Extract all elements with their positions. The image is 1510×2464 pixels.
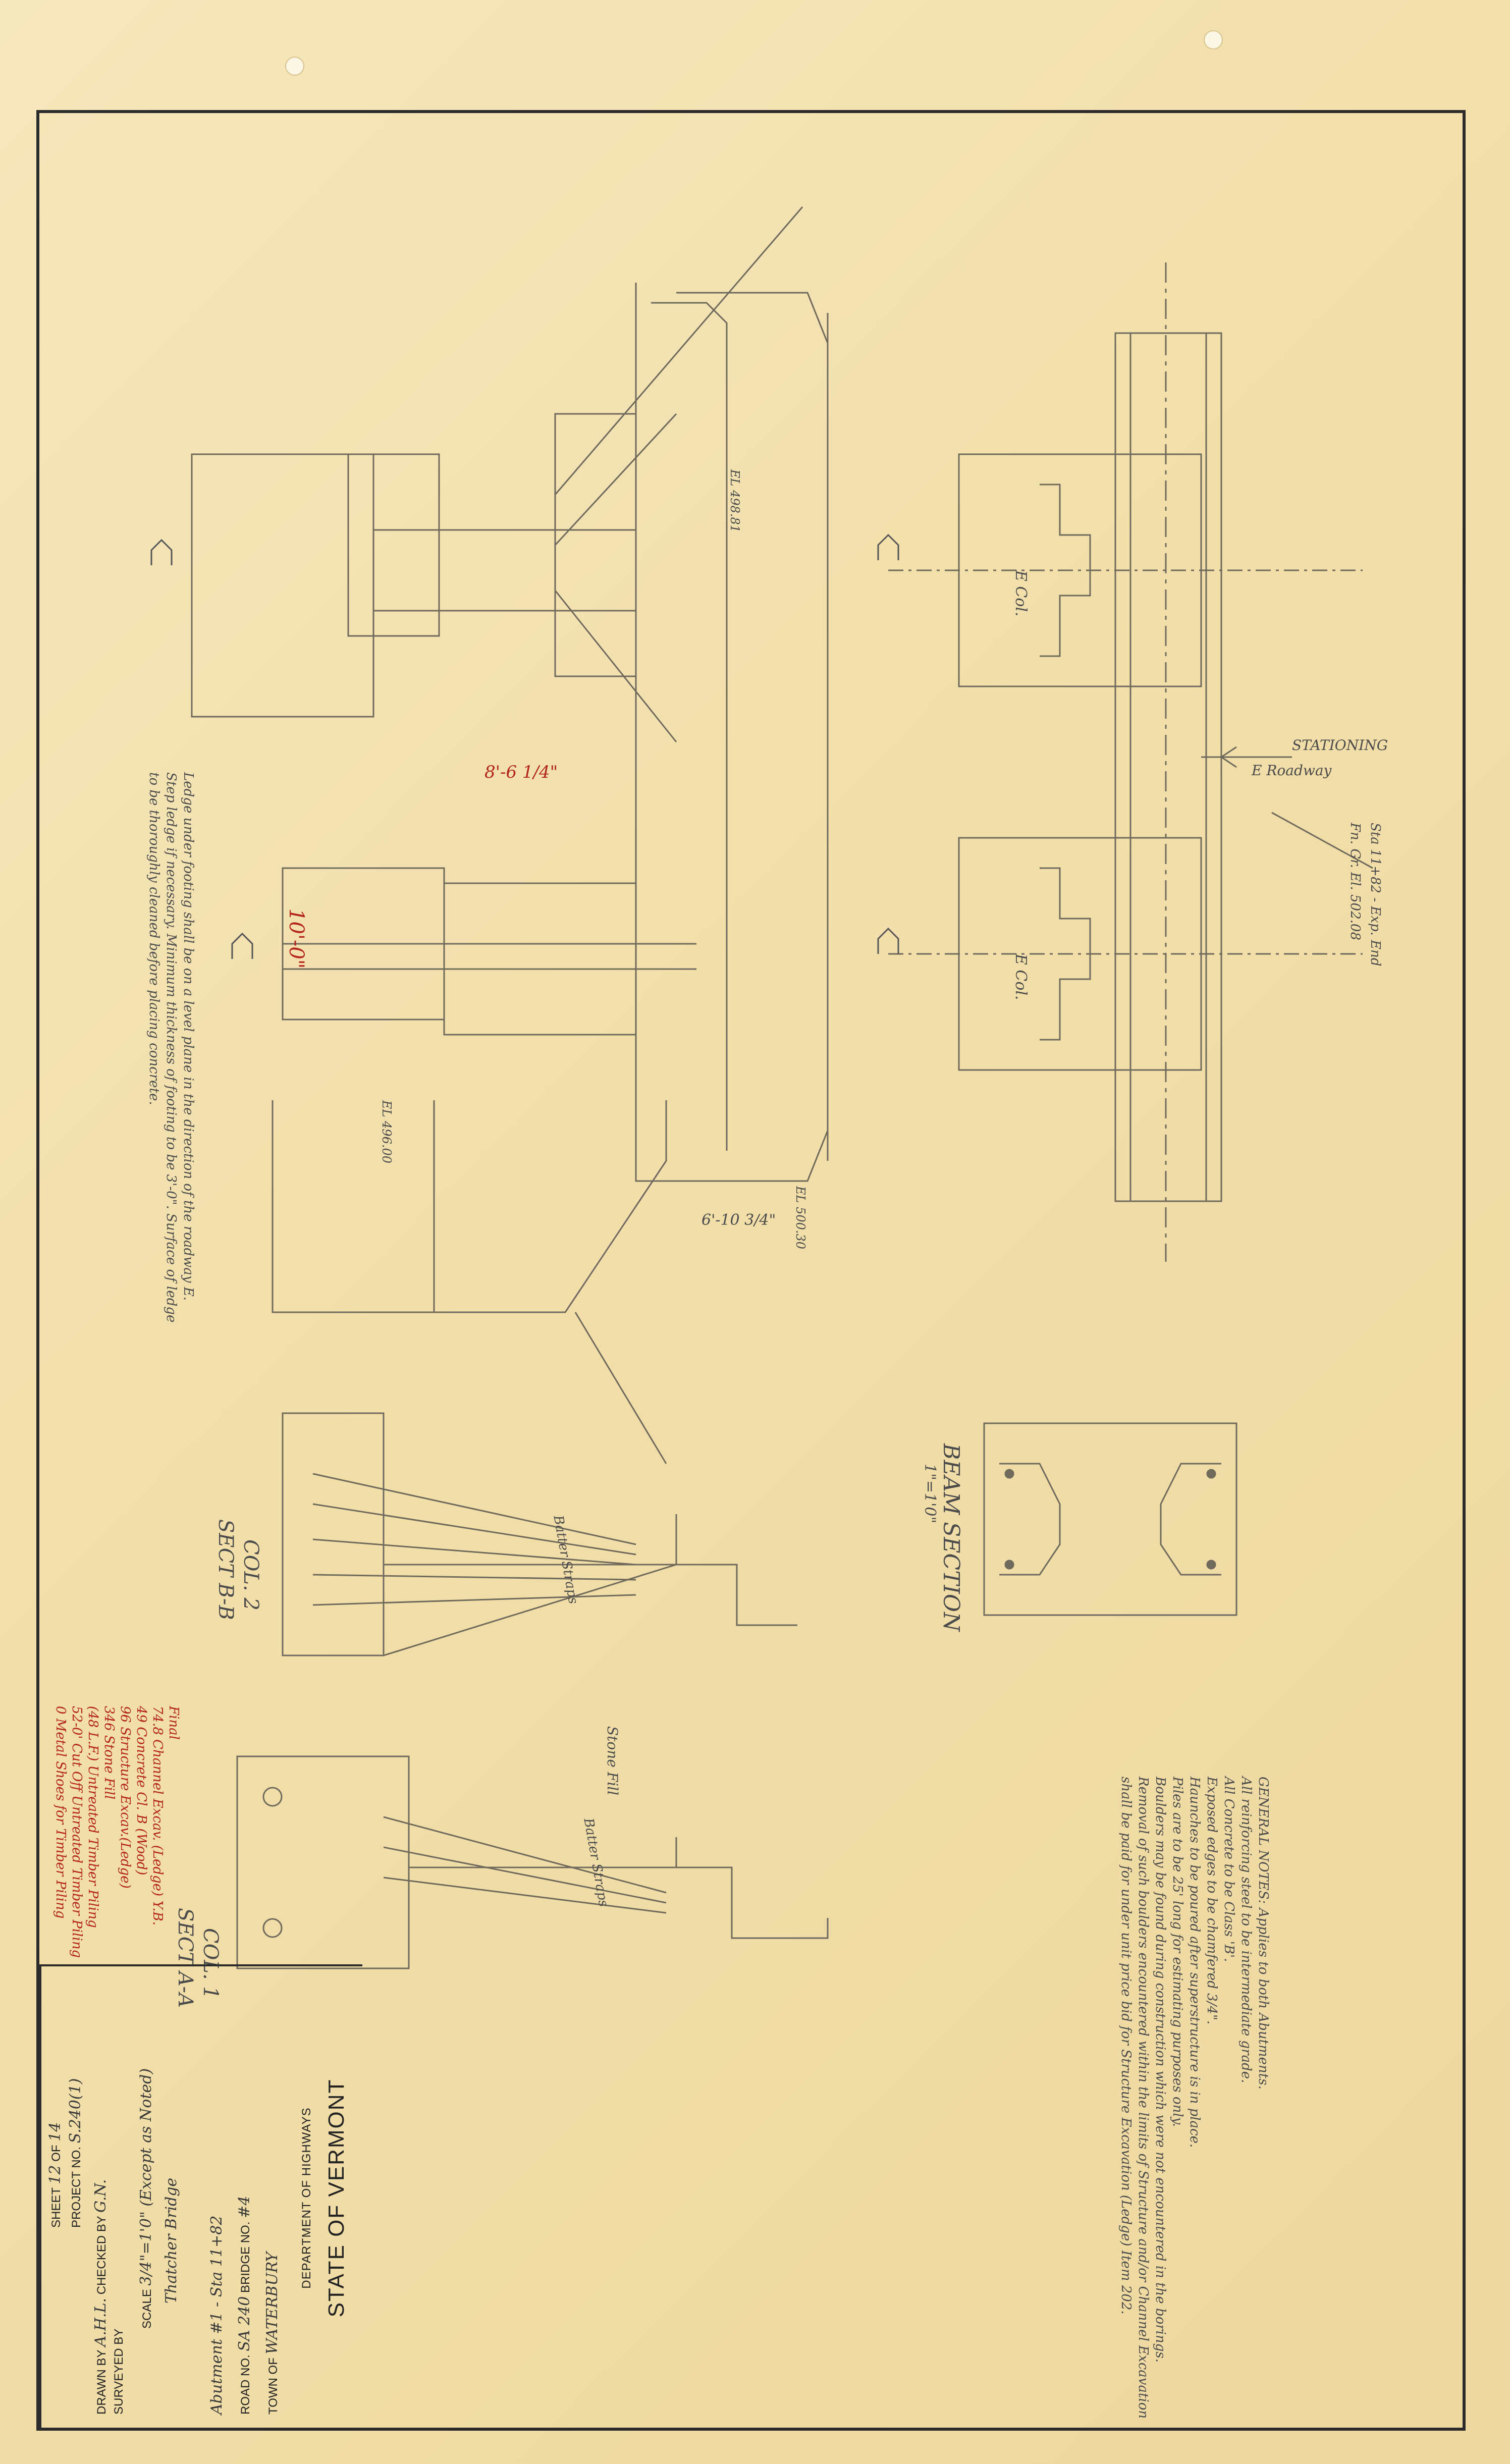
checked-value: G.N. <box>92 2179 110 2213</box>
exp-end-label: Sta 11+82 - Exp. End <box>1368 823 1383 967</box>
col2-label: COL. 2 <box>239 1539 262 1611</box>
quantity-item: 346 Stone Fill <box>101 1706 117 1800</box>
sect-bb-label: SECT B-B <box>214 1519 237 1620</box>
drawn-label: DRAWN BY <box>95 2349 109 2415</box>
stationing-label: STATIONING <box>1292 737 1388 754</box>
plan-view <box>888 262 1373 1262</box>
general-note-item: Piles are to be 25' long for estimating … <box>1170 1777 1185 2127</box>
scale-value: 3/4"=1'0" (Except as Noted) <box>137 2068 155 2286</box>
quantity-item: 52-0' Cut Off Untreated Timber Piling <box>69 1706 84 1958</box>
town-row: TOWN OF WATERBURY <box>263 2252 281 2415</box>
dim-label: 10'-0" <box>285 908 308 969</box>
quantity-item: 96 Structure Excav.(Ledge) <box>118 1706 133 1889</box>
surveyed-row: SURVEYED BY <box>112 2329 126 2415</box>
quantities-list: Final 74.8 Channel Excav. (Ledge) Y.B. 4… <box>52 1706 182 1989</box>
department-name: DEPARTMENT OF HIGHWAYS <box>300 2107 313 2289</box>
checked-label: CHECKED BY <box>95 2216 109 2295</box>
ledge-note: Ledge under footing shall be on a level … <box>146 772 196 1323</box>
title-block: STATE OF VERMONT DEPARTMENT OF HIGHWAYS … <box>39 1964 362 2428</box>
quantity-item: 0 Metal Shoes for Timber Piling <box>53 1706 68 1919</box>
general-note-item: All Concrete to be Class 'B'. <box>1221 1777 1236 1962</box>
sheet-row: SHEET 12 OF 14 <box>46 2122 64 2228</box>
quantity-item: 74.8 Channel Excav. (Ledge) Y.B. <box>150 1706 165 1925</box>
of-label: OF <box>49 2145 63 2162</box>
center-col-label: E Col. <box>1012 570 1030 617</box>
scale-label: SCALE <box>140 2289 154 2329</box>
general-note-item: Exposed edges to be chamfered 3/4". <box>1204 1777 1219 2025</box>
elev-label: EL 496.00 <box>380 1100 394 1164</box>
elevation-view <box>191 206 829 1464</box>
sheet-value: 12 <box>46 2165 64 2184</box>
bridge-name-row: Thatcher Bridge <box>163 2177 180 2304</box>
scale-row: SCALE 3/4"=1'0" (Except as Noted) <box>137 2068 155 2329</box>
quantity-item: (48 L.F.) Untreated Timber Piling <box>85 1706 100 1928</box>
drawn-value: A.H.L. <box>92 2297 110 2347</box>
project-label: PROJECT NO. <box>70 2147 83 2228</box>
state-name: STATE OF VERMONT <box>324 2078 349 2318</box>
road-label: ROAD NO. <box>239 2354 252 2415</box>
sheet-label: SHEET <box>49 2187 63 2228</box>
town-label: TOWN OF <box>266 2358 280 2415</box>
exp-el-label: Fn. Gr. El. 502.08 <box>1347 823 1363 940</box>
punch-hole <box>285 57 304 76</box>
bridge-label: BRIDGE NO. <box>239 2221 252 2293</box>
quantity-item: 49 Concrete Cl. B (Wood) <box>134 1706 149 1876</box>
section-arrow-icon <box>150 533 899 959</box>
general-note-item: All reinforcing steel to be intermediate… <box>1238 1777 1254 2083</box>
beam-section <box>983 1422 1237 1616</box>
road-row: ROAD NO. SA 240 BRIDGE NO. #4 <box>236 2196 253 2415</box>
center-col-label: E Col. <box>1012 954 1030 1000</box>
general-notes: GENERAL NOTES: Applies to both Abutments… <box>1117 1777 1272 2423</box>
roadway-label: E Roadway <box>1252 762 1332 779</box>
project-value: S.240(1) <box>67 2078 84 2144</box>
stone-fill-label: Stone Fill <box>604 1726 621 1796</box>
project-row: PROJECT NO. S.240(1) <box>67 2078 84 2228</box>
elev-label: EL 500.30 <box>793 1186 807 1250</box>
section-bb <box>282 1412 797 1656</box>
punch-hole <box>1204 30 1223 49</box>
general-note-item: Boulders may be found during constructio… <box>1118 1777 1168 2419</box>
quantities-title: Final <box>166 1706 181 1740</box>
beam-section-scale: 1"=1'0" <box>921 1464 939 1524</box>
beam-section-title: BEAM SECTION <box>938 1443 964 1632</box>
town-value: WATERBURY <box>263 2252 281 2354</box>
drawn-row: DRAWN BY A.H.L. CHECKED BY G.N. <box>92 2179 110 2415</box>
general-note-item: Haunches to be poured after superstructu… <box>1187 1777 1202 2148</box>
section-aa <box>236 1755 829 1969</box>
bridge-value: #4 <box>236 2195 253 2218</box>
of-value: 14 <box>46 2122 64 2141</box>
sheet-border <box>36 110 1466 2431</box>
road-value: SA 240 <box>236 2296 253 2351</box>
elev-label: EL 498.81 <box>728 469 742 533</box>
dim-label: 8'-6 1/4" <box>484 762 558 782</box>
dim-label: 6'-10 3/4" <box>702 1211 776 1229</box>
subject-row: Abutment #1 - Sta 11+82 <box>208 2215 226 2415</box>
general-notes-title: GENERAL NOTES: Applies to both Abutments… <box>1256 1777 1271 2090</box>
surveyed-label: SURVEYED BY <box>112 2328 126 2415</box>
